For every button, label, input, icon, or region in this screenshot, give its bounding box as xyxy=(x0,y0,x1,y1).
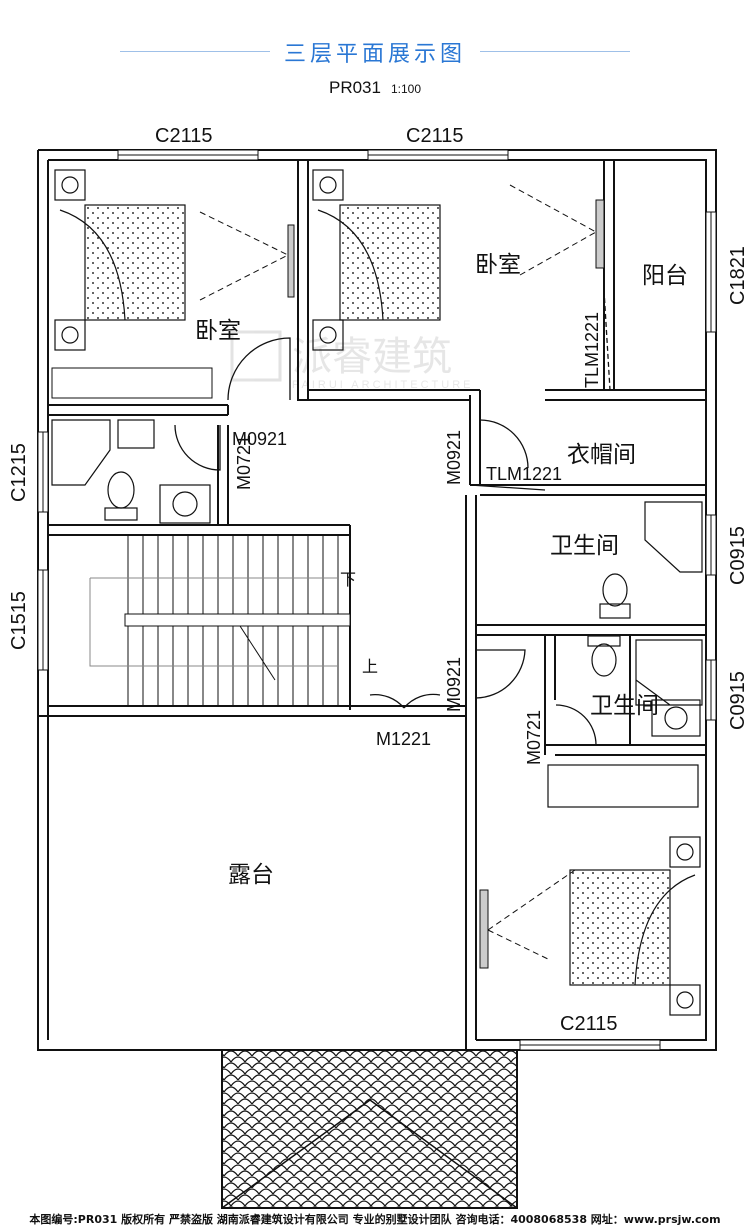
plan-code-line: PR031 1:100 xyxy=(0,78,750,98)
bathroom-se-fixtures xyxy=(587,635,703,737)
title-rule-right xyxy=(480,51,630,52)
label-c1215: C1215 xyxy=(8,443,30,502)
watermark: 派睿建筑 PAIRUI ARCHITECTURE xyxy=(230,330,473,391)
tv-view-se xyxy=(487,869,576,961)
tv-se-icon xyxy=(479,889,489,969)
doors xyxy=(174,289,611,746)
label-tlm1221-b: TLM1221 xyxy=(486,464,562,484)
roof-tiles xyxy=(221,1049,518,1209)
plan-scale: 1:100 xyxy=(390,82,421,96)
watermark-sub: PAIRUI ARCHITECTURE xyxy=(292,379,473,391)
stair-up-label: 上 xyxy=(362,657,378,676)
interior-walls xyxy=(48,160,706,1050)
room-balcony: 阳台 xyxy=(642,263,688,289)
label-m0921-c: M0921 xyxy=(444,657,464,712)
label-m0921-a: M0921 xyxy=(232,429,287,449)
room-terrace: 露台 xyxy=(228,862,274,888)
page-title: 三层平面展示图 xyxy=(283,42,466,67)
bed-nw-icon xyxy=(54,169,186,351)
plan-code: PR031 xyxy=(328,78,381,97)
tv-nw-icon xyxy=(287,224,295,298)
tv-view-ne xyxy=(509,184,597,276)
label-m0921-b: M0921 xyxy=(444,430,464,485)
stair-down-label: 下 xyxy=(340,570,356,589)
roof-ridge xyxy=(221,1099,518,1209)
room-bedroom-ne: 卧室 xyxy=(475,252,521,278)
title-block: 三层平面展示图 xyxy=(0,36,750,67)
windows xyxy=(37,149,717,1051)
staircase xyxy=(89,535,351,706)
room-bathroom-se: 卫生间 xyxy=(590,693,659,719)
bed-se-icon xyxy=(547,764,701,1016)
bathroom-nw-fixtures xyxy=(51,419,211,524)
label-c1821: C1821 xyxy=(727,246,749,305)
wardrobe-nw-icon xyxy=(51,367,213,399)
label-m1221: M1221 xyxy=(376,729,431,749)
label-m0721-a: M0721 xyxy=(234,435,254,490)
title-rule-left xyxy=(120,51,270,52)
label-m0721-b: M0721 xyxy=(524,710,544,765)
label-c0915-b: C0915 xyxy=(727,671,749,730)
label-c0915-a: C0915 xyxy=(727,526,749,585)
room-bathroom-east: 卫生间 xyxy=(550,533,619,559)
tv-ne-icon xyxy=(595,199,605,269)
watermark-logo-icon xyxy=(230,330,282,382)
label-c2115-nw: C2115 xyxy=(155,125,212,147)
footer-copyright: 本图编号:PR031 版权所有 严禁盗版 湖南派睿建筑设计有限公司 专业的别墅设… xyxy=(29,1213,721,1226)
room-cloakroom: 衣帽间 xyxy=(567,442,636,468)
label-c2115-ne: C2115 xyxy=(406,125,463,147)
label-c1515: C1515 xyxy=(8,591,30,650)
label-c2115-s: C2115 xyxy=(560,1013,617,1035)
watermark-brand: 派睿建筑 xyxy=(292,334,452,380)
bathroom-east-fixtures xyxy=(599,501,703,619)
label-tlm1221-a: TLM1221 xyxy=(582,312,602,388)
room-bedroom-nw: 卧室 xyxy=(195,318,241,344)
bed-ne-icon xyxy=(312,169,441,351)
tv-view-nw xyxy=(199,211,289,301)
